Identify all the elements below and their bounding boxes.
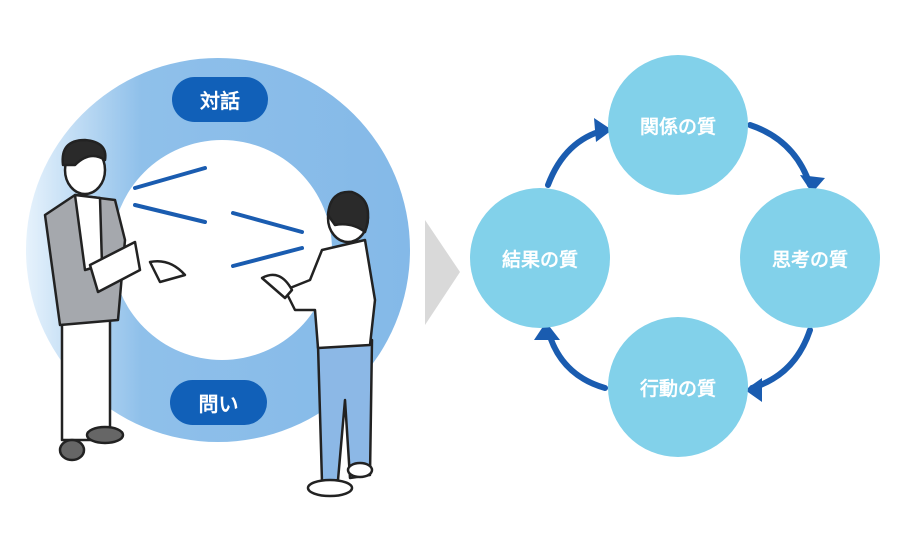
node-action-quality: 行動の質 [608,317,748,457]
dialogue-label: 対話 [172,77,268,122]
chevron-right-icon [425,220,460,325]
node-relationship-quality: 関係の質 [608,55,748,195]
speech-lines [133,166,304,268]
node-thinking-quality: 思考の質 [740,188,880,328]
person-left [43,138,187,462]
arrow-heads [534,118,825,402]
person-right [260,190,377,498]
node-result-quality: 結果の質 [470,188,610,328]
dialogue-ring [26,58,410,442]
question-label: 問い [170,380,267,425]
